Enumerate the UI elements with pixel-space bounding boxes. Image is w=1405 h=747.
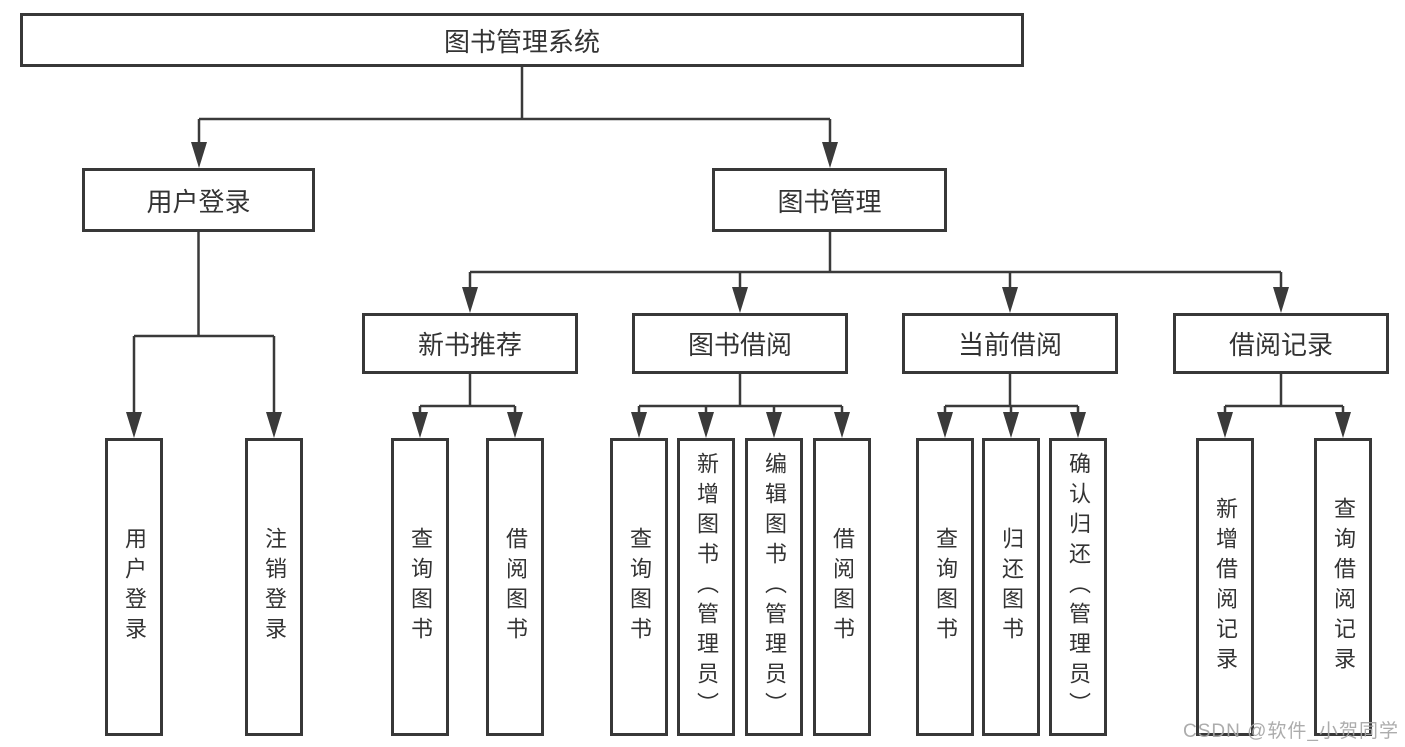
leaf-edit-book-admin: 编辑图书（管理员） bbox=[745, 438, 803, 736]
leaf-query-books-recommend: 查询图书 bbox=[391, 438, 449, 736]
connector-book-management-to-level3 bbox=[462, 232, 1289, 313]
connector-line bbox=[943, 374, 1080, 414]
arrowhead bbox=[1217, 412, 1233, 438]
arrowhead bbox=[462, 287, 478, 313]
arrowhead bbox=[1335, 412, 1351, 438]
leaf-add-borrow-record: 新增借阅记录 bbox=[1196, 438, 1254, 736]
leaf-query-books-current: 查询图书 bbox=[916, 438, 974, 736]
leaf-borrow-books-recommend: 借阅图书 bbox=[486, 438, 544, 736]
arrowhead bbox=[766, 412, 782, 438]
arrowhead bbox=[1002, 287, 1018, 313]
connector-current-borrow-to-leaves bbox=[937, 374, 1086, 438]
leaf-query-borrow-record: 查询借阅记录 bbox=[1314, 438, 1372, 736]
leaf-logout: 注销登录 bbox=[245, 438, 303, 736]
connector-new-book-recommend-to-leaves bbox=[412, 374, 523, 438]
csdn-watermark: CSDN @软件_小贺同学 bbox=[1183, 721, 1399, 742]
arrowhead bbox=[1070, 412, 1086, 438]
leaf-confirm-return-admin: 确认归还（管理员） bbox=[1049, 438, 1107, 736]
connector-line bbox=[132, 232, 276, 414]
arrowhead bbox=[1003, 412, 1019, 438]
arrowhead bbox=[126, 412, 142, 438]
connector-line bbox=[1223, 374, 1345, 414]
leaf-query-books-borrow: 查询图书 bbox=[610, 438, 668, 736]
node-book-management: 图书管理 bbox=[712, 168, 947, 232]
leaf-user-login: 用户登录 bbox=[105, 438, 163, 736]
connector-line bbox=[197, 67, 832, 146]
node-current-borrow: 当前借阅 bbox=[902, 313, 1118, 374]
connector-root-to-level2 bbox=[191, 67, 838, 168]
node-book-borrow: 图书借阅 bbox=[632, 313, 848, 374]
node-borrow-records: 借阅记录 bbox=[1173, 313, 1389, 374]
leaf-borrow-books: 借阅图书 bbox=[813, 438, 871, 736]
node-library-management-system: 图书管理系统 bbox=[20, 13, 1024, 67]
connector-line bbox=[637, 374, 844, 414]
arrowhead bbox=[834, 412, 850, 438]
connector-book-borrow-to-leaves bbox=[631, 374, 850, 438]
connector-user-login-to-leaves bbox=[126, 232, 282, 438]
node-user-login: 用户登录 bbox=[82, 168, 315, 232]
leaf-add-book-admin: 新增图书（管理员） bbox=[677, 438, 735, 736]
arrowhead bbox=[631, 412, 647, 438]
arrowhead bbox=[507, 412, 523, 438]
arrowhead bbox=[732, 287, 748, 313]
arrowhead bbox=[266, 412, 282, 438]
arrowhead bbox=[822, 142, 838, 168]
arrowhead bbox=[937, 412, 953, 438]
connector-line bbox=[468, 232, 1283, 290]
arrowhead bbox=[412, 412, 428, 438]
connector-borrow-records-to-leaves bbox=[1217, 374, 1351, 438]
node-new-book-recommend: 新书推荐 bbox=[362, 313, 578, 374]
arrowhead bbox=[698, 412, 714, 438]
leaf-return-book: 归还图书 bbox=[982, 438, 1040, 736]
connector-line bbox=[418, 374, 517, 414]
arrowhead bbox=[191, 142, 207, 168]
arrowhead bbox=[1273, 287, 1289, 313]
